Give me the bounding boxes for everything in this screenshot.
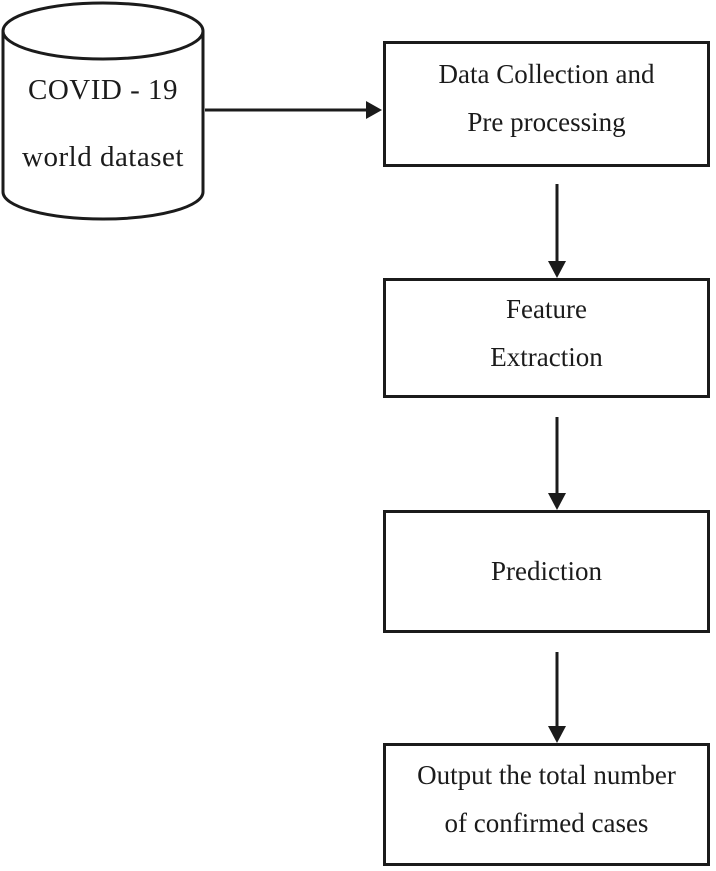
node-output-line2: of confirmed cases bbox=[444, 807, 649, 838]
node-feature-extraction-line1: Feature bbox=[506, 294, 587, 324]
database-cylinder bbox=[1, 1, 205, 221]
arrow-down-icon bbox=[548, 652, 566, 743]
node-prediction: Prediction bbox=[383, 510, 710, 633]
node-data-collection-line2: Pre processing bbox=[467, 107, 626, 137]
node-output: Output the total number of confirmed cas… bbox=[383, 743, 710, 866]
arrow-down-icon bbox=[548, 417, 566, 510]
node-feature-extraction-line2: Extraction bbox=[490, 342, 603, 372]
arrow-right-icon bbox=[205, 101, 382, 119]
node-prediction-line1: Prediction bbox=[491, 555, 602, 586]
database-node-label: COVID - 19 world dataset bbox=[3, 57, 203, 191]
database-label-line1: COVID - 19 bbox=[28, 74, 178, 106]
arrow-down-icon bbox=[548, 184, 566, 278]
database-cylinder-body bbox=[1, 31, 205, 221]
database-cylinder-top bbox=[1, 1, 205, 61]
node-data-collection-line1: Data Collection and bbox=[438, 59, 655, 89]
node-data-collection: Data Collection and Pre processing bbox=[383, 41, 710, 167]
node-feature-extraction: Feature Extraction bbox=[383, 278, 710, 398]
node-output-line1: Output the total number bbox=[417, 759, 676, 790]
database-label-line2: world dataset bbox=[22, 141, 184, 173]
